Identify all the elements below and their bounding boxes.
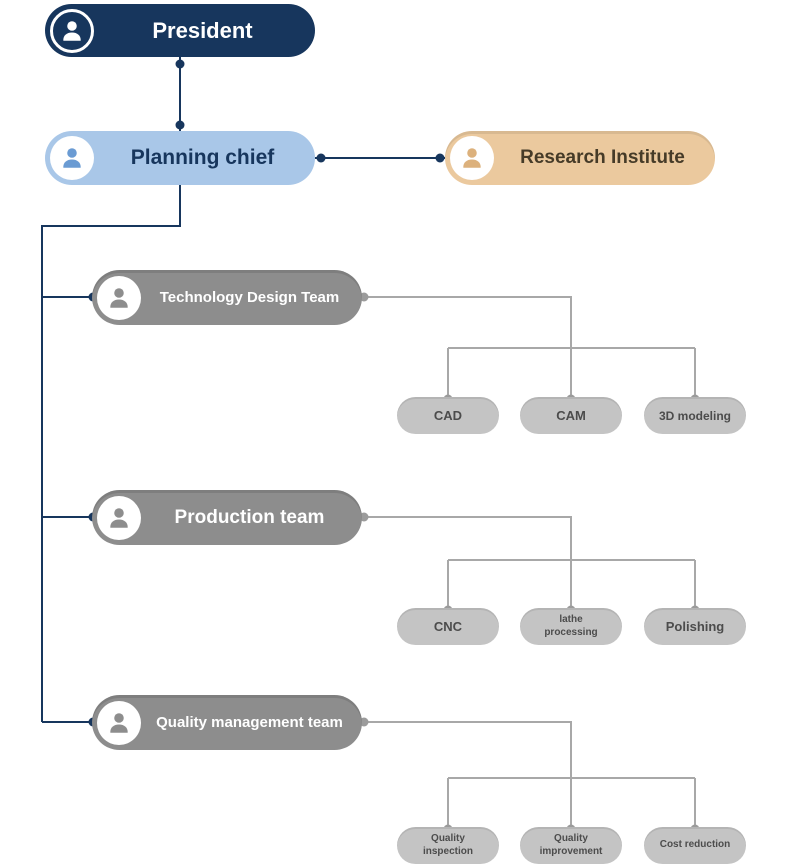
node-label: Quality improvement [539, 833, 603, 857]
node-technology-design-team: Technology Design Team [92, 270, 362, 325]
connector-dot [175, 59, 185, 69]
connector-dot [435, 153, 445, 163]
connector-team1-children [362, 296, 696, 398]
node-label: President [152, 17, 253, 43]
node-label: Quality management team [156, 714, 343, 731]
node-label: CNC [433, 619, 463, 634]
connector-team3-children [362, 721, 696, 828]
node-polishing: Polishing [644, 608, 746, 645]
node-lathe-processing: lathe processing [520, 608, 622, 645]
person-icon [97, 275, 141, 320]
node-quality-improvement: Quality improvement [520, 827, 622, 864]
node-label: Research Institute [520, 147, 685, 168]
node-quality-management-team: Quality management team [92, 695, 362, 750]
node-label: Planning chief [130, 146, 275, 169]
node-label: Quality inspection [422, 833, 473, 857]
node-3d-modeling: 3D modeling [644, 397, 746, 434]
node-production-team: Production team [92, 490, 362, 545]
navy-connectors [41, 57, 445, 723]
node-label: Cost reduction [659, 839, 731, 851]
node-cnc: CNC [397, 608, 499, 645]
person-icon [97, 495, 141, 540]
gray-dots [359, 292, 700, 834]
gray-connectors [362, 296, 696, 828]
node-quality-inspection: Quality inspection [397, 827, 499, 864]
node-cost-reduction: Cost reduction [644, 827, 746, 864]
person-icon [450, 136, 494, 180]
person-icon [97, 700, 141, 745]
node-label: 3D modeling [658, 408, 731, 423]
node-label: Polishing [665, 619, 725, 634]
person-icon [50, 136, 94, 180]
node-cam: CAM [520, 397, 622, 434]
node-planning-chief: Planning chief [45, 131, 315, 185]
node-label: Production team [174, 506, 325, 528]
node-president: President [45, 4, 315, 57]
connector-trunk [41, 185, 181, 722]
node-label: CAD [433, 408, 463, 423]
node-cad: CAD [397, 397, 499, 434]
connector-team2-children [362, 516, 696, 609]
node-label: Technology Design Team [159, 289, 340, 306]
node-label: lathe processing [544, 614, 598, 638]
node-label: CAM [556, 408, 586, 423]
connector-dot [175, 120, 185, 130]
node-research-institute: Research Institute [445, 131, 715, 185]
connector-dot [316, 153, 326, 163]
person-icon [50, 8, 94, 53]
